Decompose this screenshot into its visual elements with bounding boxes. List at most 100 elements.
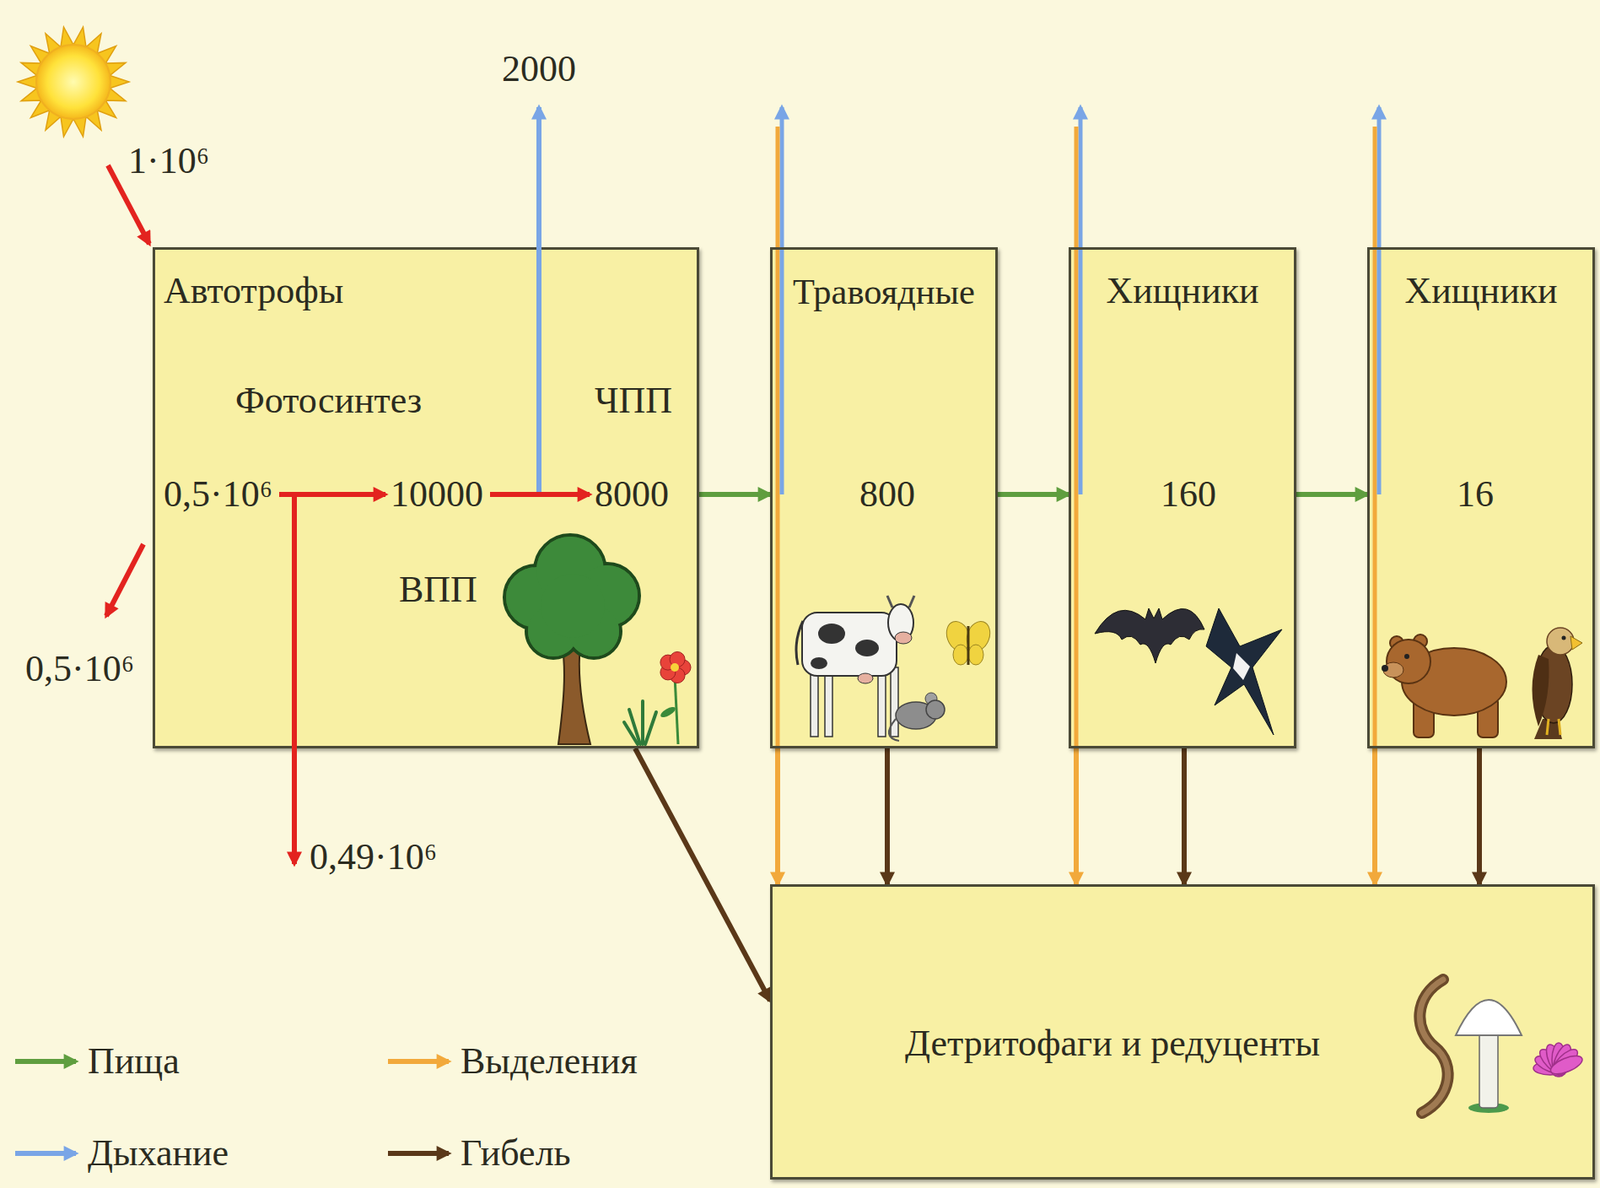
- excretion-line: [1373, 249, 1378, 746]
- butterfly-body: [967, 625, 970, 665]
- bat: [1094, 608, 1205, 663]
- respiration-arrow: [1078, 107, 1083, 249]
- swallow: [1206, 608, 1283, 735]
- excretion-arrow: [1372, 748, 1378, 884]
- flower-leaf: [658, 705, 677, 720]
- energy-value: 16: [1456, 472, 1494, 518]
- death-arrow: [1476, 748, 1482, 884]
- energy-value: 8000: [594, 472, 669, 518]
- respiration-arrow: [1377, 107, 1382, 249]
- process-label: Фотосинтез: [235, 378, 422, 424]
- sun-rays: [17, 26, 130, 137]
- energy-value: 0,49·10⁶: [309, 835, 437, 880]
- energy-value: 1·10⁶: [128, 139, 210, 184]
- cow-udder: [857, 673, 873, 684]
- mushroom-stem: [1479, 1028, 1498, 1108]
- production-arrow: [490, 491, 590, 497]
- legend-arrow: [387, 1150, 449, 1156]
- butterfly-wing: [953, 644, 969, 665]
- eagle-leg: [1546, 718, 1561, 735]
- swallow-belly: [1233, 652, 1250, 680]
- excretion-arrow: [1073, 748, 1079, 884]
- excretion-arrow: [775, 748, 781, 884]
- cow-spot: [818, 623, 846, 644]
- respiration-line: [1377, 249, 1382, 495]
- mushroom-cap: [1455, 999, 1522, 1035]
- bear-nose: [1381, 664, 1389, 672]
- process-label: ЧПП: [594, 378, 673, 424]
- bear: [1381, 634, 1507, 738]
- death-arrow: [884, 748, 890, 884]
- tree: [504, 534, 640, 744]
- tree-crown: [540, 573, 605, 638]
- legend-text: Выделения: [460, 1039, 638, 1084]
- bear-eye: [1404, 653, 1410, 659]
- respiration-line: [780, 249, 785, 495]
- cow-muzzle: [894, 631, 912, 644]
- excretion-line: [775, 126, 781, 249]
- respiration-arrow: [780, 107, 785, 249]
- flower-center: [670, 662, 679, 672]
- process-label: ВПП: [398, 567, 478, 613]
- grass-blade: [645, 711, 657, 744]
- respiration-arrow: [536, 107, 542, 492]
- energy-value: 0,5·10⁶: [163, 472, 273, 518]
- cow-spot: [810, 657, 828, 669]
- level-title: Хищники: [1105, 269, 1259, 314]
- excretion-line: [1373, 126, 1378, 249]
- excretion-line: [1074, 249, 1079, 746]
- energy-value: 2000: [501, 47, 577, 92]
- reflected-light-arrow: [106, 544, 144, 616]
- producer-box: АвтотрофыФотосинтез ЧПП 0,5·10⁶ 10000 8000ВП…: [152, 247, 700, 749]
- food-arrow: [699, 491, 771, 497]
- legend-text: Гибель: [460, 1131, 572, 1176]
- food-arrow: [1296, 491, 1368, 497]
- earthworm: [1419, 979, 1448, 1113]
- level-title: Детритофаги и редуценты: [905, 1021, 1320, 1067]
- sun-disc: [36, 44, 111, 119]
- eagle-beak: [1570, 635, 1583, 650]
- legend-arrow: [15, 1150, 76, 1156]
- level-title: Автотрофы: [163, 269, 344, 314]
- sun: [17, 26, 130, 137]
- energy-value: 10000: [390, 472, 484, 518]
- cow-body: [802, 612, 897, 676]
- cow-leg: [878, 667, 886, 737]
- death-arrow: [635, 748, 771, 1001]
- energy-value: 800: [859, 472, 916, 518]
- legend-arrow: [387, 1058, 449, 1064]
- legend-text: Пища: [87, 1039, 180, 1084]
- level-title: Травоядные: [792, 269, 976, 313]
- cow-leg: [810, 667, 819, 737]
- excretion-line: [775, 249, 781, 746]
- grass-blade: [624, 721, 638, 744]
- cow-leg: [890, 667, 899, 737]
- level-title: Хищники: [1404, 269, 1557, 314]
- butterfly: [942, 618, 995, 665]
- legend-text: Дыхание: [87, 1131, 229, 1176]
- butterfly-wing: [968, 644, 984, 665]
- cow-spot: [855, 639, 879, 657]
- mouse: [888, 692, 945, 741]
- legend-arrow: [15, 1058, 76, 1064]
- lichen-lobe: [1548, 1051, 1585, 1078]
- decomposer-box: Детритофаги и редуценты: [770, 883, 1595, 1180]
- eagle: [1532, 627, 1584, 739]
- grass-blade: [641, 700, 645, 744]
- excretion-line: [1074, 126, 1079, 249]
- food-arrow: [997, 491, 1069, 497]
- heat-loss-arrow: [291, 494, 297, 864]
- eagle-wing: [1532, 654, 1550, 727]
- earthworm: [1419, 979, 1448, 1113]
- respiration-line: [1078, 249, 1083, 495]
- cow-leg: [824, 667, 833, 737]
- herbivore-box: Травоядные 800: [770, 247, 998, 749]
- eagle-eye: [1562, 635, 1567, 641]
- mouse-head: [926, 700, 945, 719]
- predator-box: Хищники 160: [1068, 247, 1297, 749]
- energy-value: 160: [1160, 472, 1217, 518]
- death-arrow: [1181, 748, 1187, 884]
- energy-value: 0,5·10⁶: [25, 646, 135, 692]
- eagle-head: [1546, 627, 1574, 655]
